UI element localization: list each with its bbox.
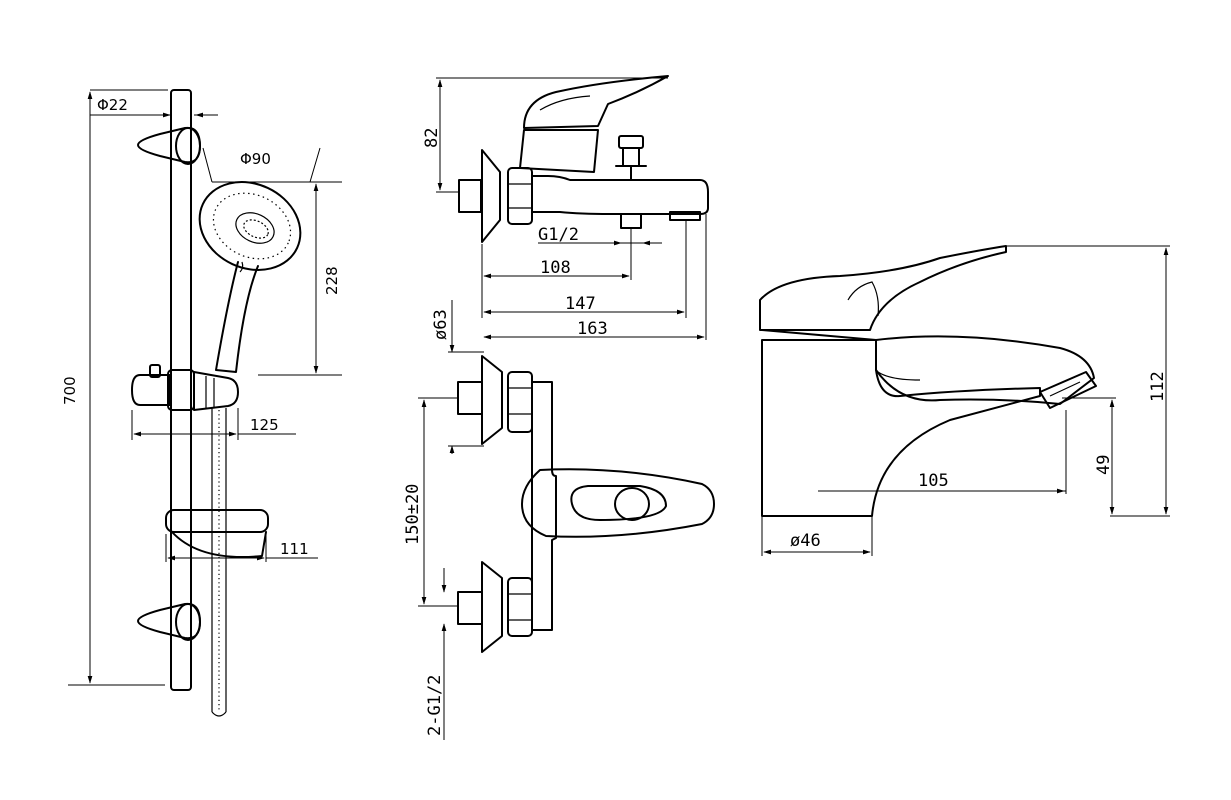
dim-head-height-label: 228 bbox=[323, 266, 341, 295]
dim-spout-reach-label: 105 bbox=[918, 471, 949, 491]
side-inlet-fitting bbox=[458, 179, 482, 213]
dim-rail-diameter-label: Φ22 bbox=[97, 96, 128, 114]
dim-outlet-2-label: 147 bbox=[565, 294, 596, 314]
side-diverter-knob bbox=[615, 135, 647, 181]
dim-holder-depth-label: 125 bbox=[250, 416, 279, 434]
side-wall-flange bbox=[481, 149, 501, 243]
shower-hose bbox=[211, 408, 227, 717]
top-body bbox=[531, 381, 557, 631]
side-hex-nut bbox=[507, 167, 533, 225]
dim-soap-dish-label: 111 bbox=[280, 540, 309, 558]
hand-shower bbox=[198, 181, 302, 373]
top-lever bbox=[521, 468, 715, 538]
shower-rail-set-drawing: Φ22 Φ90 228 700 125 111 bbox=[61, 89, 342, 717]
soap-dish bbox=[165, 509, 269, 558]
dim-flange-label: ø63 bbox=[431, 309, 451, 340]
top-inlet-fitting-lower bbox=[457, 591, 483, 625]
top-wall-bracket bbox=[137, 126, 201, 165]
dim-basin-base-label: ø46 bbox=[790, 531, 821, 551]
top-flange-lower bbox=[481, 561, 503, 653]
basin-mixer-aerator bbox=[1039, 371, 1097, 409]
side-shower-outlet bbox=[620, 213, 642, 229]
bath-mixer-side-view: 82 G1/2 108 147 163 bbox=[422, 75, 709, 340]
side-aerator bbox=[669, 211, 701, 221]
top-hex-nut-lower bbox=[507, 577, 533, 637]
basin-dimensions bbox=[761, 245, 1170, 556]
top-inlet-fitting-upper bbox=[457, 381, 483, 415]
dim-outlet-1-label: 108 bbox=[540, 258, 571, 278]
side-spout-body bbox=[531, 175, 709, 215]
dim-total-height-label: 700 bbox=[61, 376, 79, 405]
side-lever-handle bbox=[523, 75, 669, 129]
side-dimensions bbox=[436, 77, 707, 340]
dim-total-length-label: 163 bbox=[577, 319, 608, 339]
side-mixer-body bbox=[519, 129, 599, 173]
top-hex-nut-upper bbox=[507, 371, 533, 433]
basin-mixer-spout bbox=[875, 335, 1095, 405]
dim-inlets-label: 2-G1/2 bbox=[425, 675, 445, 736]
basin-mixer-drawing: 112 49 105 ø46 bbox=[759, 245, 1170, 556]
basin-mixer-lever bbox=[759, 245, 1007, 331]
basin-mixer-body bbox=[761, 339, 1041, 517]
shower-dimensions bbox=[68, 89, 342, 686]
bath-mixer-top-view: ø63 150±20 2-G1/2 bbox=[403, 300, 715, 740]
bottom-wall-bracket bbox=[137, 602, 201, 641]
slide-rail bbox=[170, 89, 192, 691]
dim-centers-label: 150±20 bbox=[403, 484, 423, 545]
top-flange-upper bbox=[481, 355, 503, 445]
dim-thread-label: G1/2 bbox=[538, 225, 579, 245]
dim-basin-height-label: 112 bbox=[1148, 371, 1168, 402]
slider-holder bbox=[131, 364, 239, 411]
top-dimensions bbox=[418, 300, 484, 740]
dim-head-diameter-label: Φ90 bbox=[240, 150, 271, 168]
dim-spout-height-label: 49 bbox=[1094, 455, 1114, 475]
dim-side-height-label: 82 bbox=[422, 128, 442, 148]
